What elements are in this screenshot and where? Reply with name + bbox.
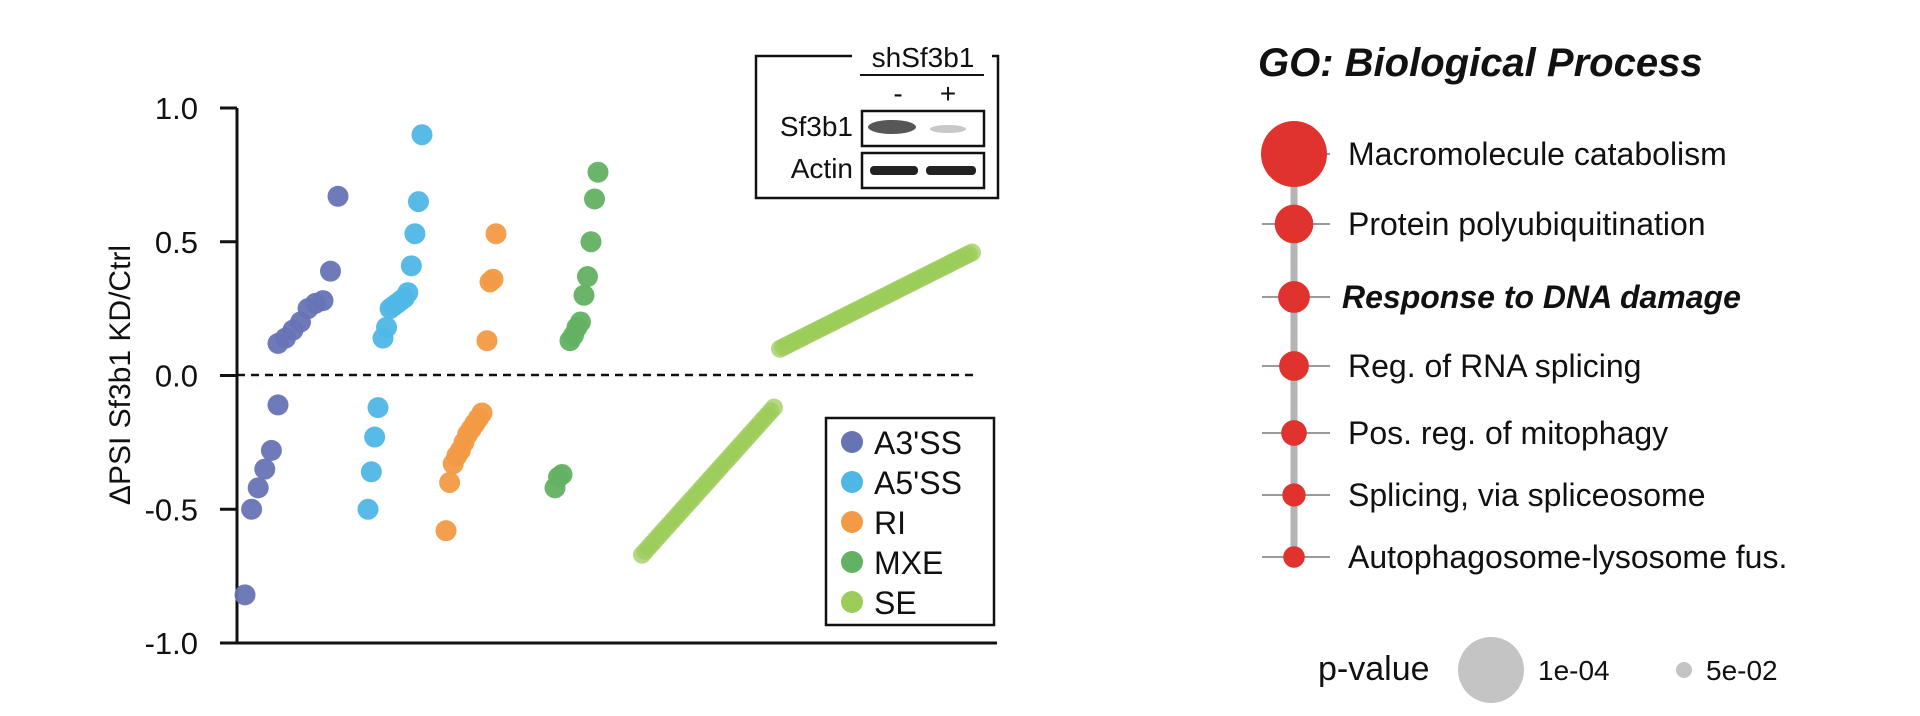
western-blot-inset: shSf3b1 - + Sf3b1 Actin: [754, 42, 1000, 200]
point-a3ss: [247, 477, 269, 499]
go-term-dot: [1281, 420, 1307, 446]
y-tick-label: 1.0: [155, 91, 198, 126]
point-a5ss: [397, 282, 419, 304]
point-mxe: [573, 284, 595, 306]
y-tick-label: 0.0: [155, 359, 198, 394]
go-term-label: Pos. reg. of mitophagy: [1348, 415, 1668, 451]
p-value-legend-title: p-value: [1318, 650, 1430, 688]
legend-marker: [841, 471, 863, 493]
point-a5ss: [364, 426, 386, 448]
go-term-dot: [1261, 121, 1327, 187]
point-a5ss: [411, 124, 433, 146]
inset-row-sf3b1: Sf3b1: [780, 111, 853, 142]
go-chart-title: GO: Biological Process: [1258, 41, 1703, 85]
point-a5ss: [367, 397, 389, 419]
point-a3ss: [241, 498, 263, 520]
point-mxe: [587, 161, 609, 183]
scatter-legend: A3'SS A5'SS RI MXE SE: [824, 416, 996, 627]
go-term-label: Macromolecule catabolism: [1348, 136, 1727, 172]
go-term-dot: [1283, 546, 1305, 568]
y-ticks: 1.0 0.5 0.0 -0.5 -1.0: [145, 91, 237, 661]
go-term-label: Reg. of RNA splicing: [1348, 348, 1641, 384]
p-value-legend-large-label: 1e-04: [1538, 655, 1610, 686]
inset-condition-plus: +: [940, 78, 956, 109]
p-value-legend-small-label: 5e-02: [1706, 655, 1778, 686]
p-value-legend-large-dot: [1458, 637, 1524, 703]
go-term-label: Response to DNA damage: [1342, 279, 1741, 315]
legend-label: RI: [874, 505, 906, 541]
legend-label: SE: [874, 585, 917, 621]
point-ri: [485, 223, 507, 245]
blot-band-actin-ctrl: [870, 166, 918, 175]
go-dot-chart: GO: Biological Process Macromolecule cat…: [1258, 41, 1787, 703]
point-a5ss: [376, 316, 398, 338]
point-a3ss: [320, 260, 341, 282]
point-mxe: [570, 311, 591, 333]
point-a3ss: [327, 185, 349, 207]
point-a3ss: [312, 290, 334, 312]
inset-header-gap: [852, 48, 992, 64]
y-axis-label: ΔPSI Sf3b1 KD/Ctrl: [104, 245, 137, 505]
point-a3ss: [260, 439, 282, 461]
legend-label: MXE: [874, 545, 943, 581]
go-term-label: Protein polyubiquitination: [1348, 206, 1706, 242]
inset-condition-minus: -: [893, 78, 902, 109]
point-a5ss: [400, 255, 422, 277]
go-term-dot: [1278, 281, 1310, 313]
point-se: [963, 243, 981, 262]
y-tick-label: -1.0: [145, 626, 198, 661]
go-term-dot: [1282, 483, 1306, 507]
point-a5ss: [407, 191, 429, 213]
inset-row-actin: Actin: [791, 153, 853, 184]
y-tick-label: -0.5: [145, 492, 198, 527]
point-a3ss: [254, 458, 276, 480]
legend-marker: [841, 511, 863, 533]
p-value-legend: p-value 1e-04 5e-02: [1318, 637, 1778, 703]
inset-header: shSf3b1: [872, 42, 975, 73]
point-ri: [439, 472, 461, 493]
scatter-points: [234, 124, 981, 606]
legend-marker: [841, 431, 863, 453]
point-mxe: [577, 266, 598, 288]
point-a5ss: [404, 223, 426, 245]
legend-marker: [841, 591, 863, 613]
blot-band-actin-kd: [926, 166, 976, 175]
point-ri: [435, 520, 457, 542]
point-mxe: [580, 231, 602, 253]
point-a5ss: [357, 498, 379, 520]
point-ri: [476, 330, 498, 352]
point-ri: [471, 402, 493, 424]
go-term-label: Splicing, via spliceosome: [1348, 477, 1706, 513]
legend-marker: [841, 551, 863, 573]
go-term-dot: [1279, 351, 1309, 381]
blot-band-sf3b1-ctrl: [868, 120, 916, 134]
point-a3ss: [267, 394, 289, 416]
y-tick-label: 0.5: [155, 225, 198, 260]
point-mxe: [551, 463, 573, 485]
p-value-legend-small-dot: [1676, 662, 1692, 678]
point-ri: [482, 268, 504, 290]
point-a3ss: [234, 584, 256, 606]
point-se: [765, 398, 783, 417]
point-a5ss: [360, 461, 382, 483]
scatter-chart: 1.0 0.5 0.0 -0.5 -1.0 ΔPSI Sf3b1 KD/Ctrl shS…: [104, 42, 1000, 661]
go-term-dot: [1274, 204, 1314, 244]
point-mxe: [584, 188, 605, 210]
go-term-label: Autophagosome-lysosome fus.: [1348, 539, 1787, 575]
legend-label: A3'SS: [874, 425, 962, 461]
blot-band-sf3b1-kd: [930, 125, 966, 133]
legend-label: A5'SS: [874, 465, 962, 501]
